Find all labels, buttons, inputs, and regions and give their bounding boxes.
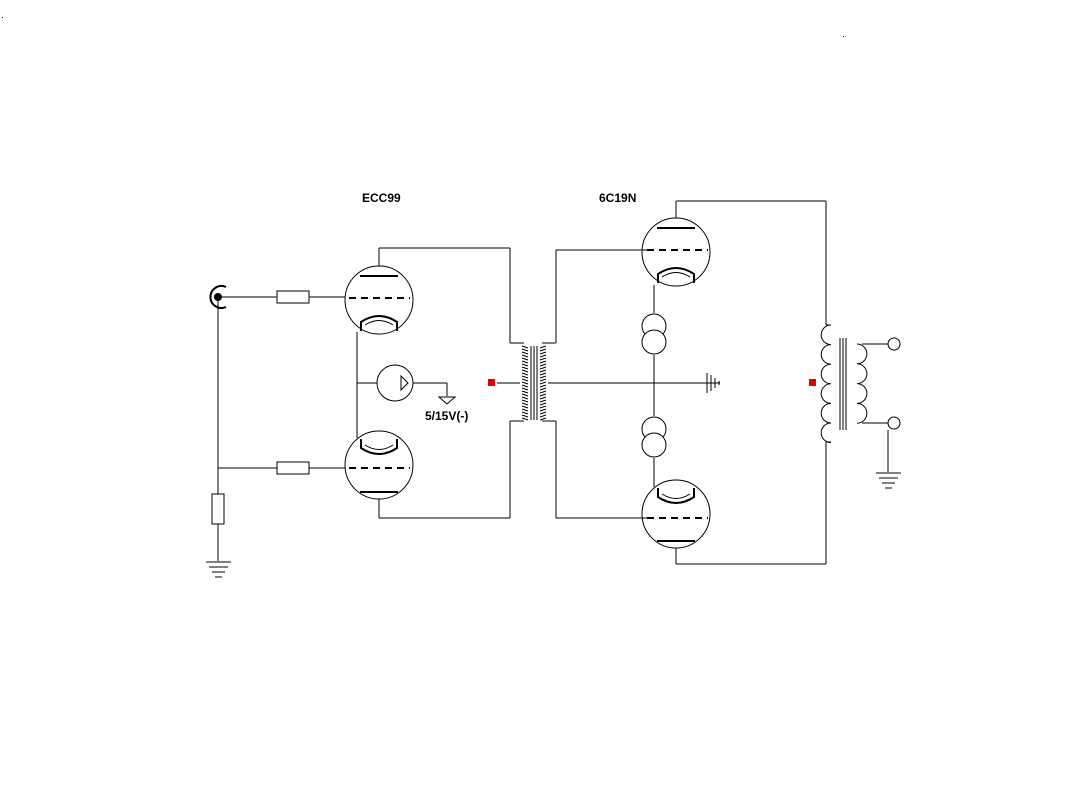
stray-dot	[2, 17, 3, 18]
chassis-ground-icon	[706, 373, 720, 393]
speaker-terminal-negative	[887, 416, 901, 430]
ecc99-triode-upper	[344, 265, 414, 335]
ccs-bias-source	[376, 364, 414, 402]
ground-icon	[206, 561, 231, 578]
stray-dot	[843, 36, 844, 37]
bias-supply-arrow-icon	[437, 396, 457, 405]
input-wiring	[217, 296, 348, 561]
output-transformer	[820, 324, 889, 472]
ecc99-triode-lower	[344, 430, 414, 500]
output-wiring	[555, 200, 827, 565]
output-tube-label: 6C19N	[599, 191, 636, 205]
6c19n-triode-lower	[641, 479, 711, 549]
interstage-transformer	[497, 342, 720, 422]
output-ground-icon	[876, 472, 901, 489]
ccs-lower	[641, 416, 667, 458]
6c19n-triode-upper	[641, 217, 711, 287]
grid-resistor-upper	[276, 290, 310, 304]
primary-centre-tap-marker	[488, 379, 495, 386]
bias-voltage-label: 5/15V(-)	[425, 409, 468, 423]
driver-wiring	[356, 247, 511, 519]
driver-tube-label: ECC99	[362, 191, 401, 205]
grid-resistor-lower	[276, 461, 310, 475]
input-resistor	[211, 493, 225, 525]
output-centre-tap-marker	[809, 379, 816, 386]
speaker-terminal-positive	[887, 337, 901, 351]
ccs-upper	[641, 313, 667, 355]
